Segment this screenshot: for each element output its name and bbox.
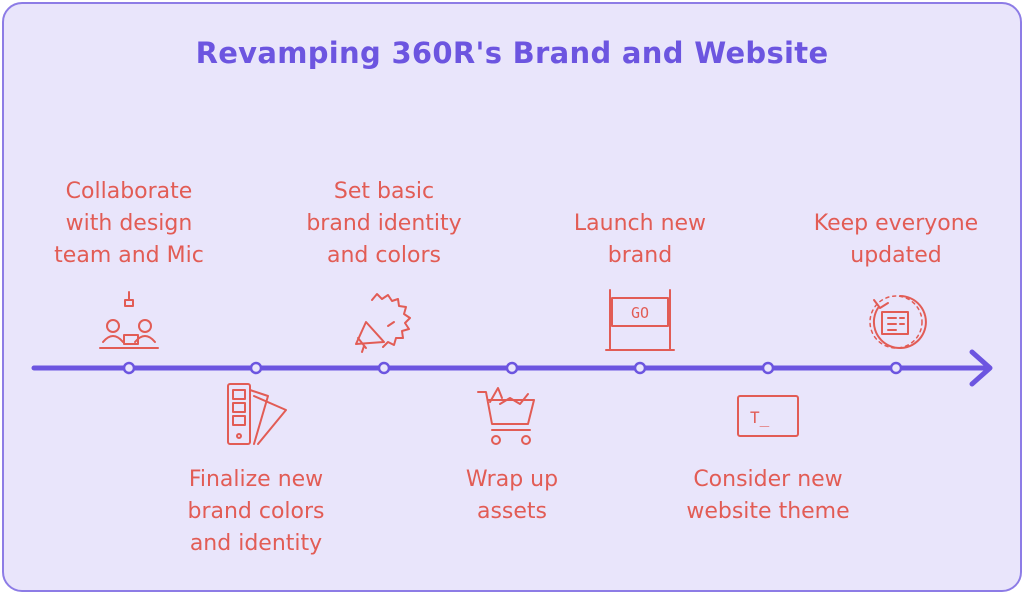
color-swatch-icon [227,383,287,445]
milestone-label-set-identity: Set basic brand identity and colors [306,179,462,268]
timeline-dot [505,361,519,375]
refresh-news-icon [869,295,927,349]
terminal-text: T_ [750,408,770,427]
terminal-icon [737,395,799,437]
diagram-title: Revamping 360R's Brand and Website [195,36,829,70]
milestone-label-launch: Launch new brand [573,211,707,268]
timeline-dot [633,361,647,375]
team-meeting-icon [99,291,159,349]
shopping-cart-icon [477,387,535,445]
timeline-dot [249,361,263,375]
milestone-label-website-theme: Consider new website theme [686,467,850,524]
milestone-label-wrap-up: Wrap up assets [465,467,559,524]
timeline-dot [761,361,775,375]
go-sign-icon [605,289,675,351]
megaphone-icon [355,293,411,353]
milestone-label-finalize: Finalize new brand colors and identity [187,467,325,556]
timeline-arrowhead [969,349,993,387]
go-sign-text: GO [631,304,649,322]
timeline-dot [889,361,903,375]
milestone-label-keep-updated: Keep everyone updated [813,211,979,268]
timeline-dot [377,361,391,375]
milestone-label-collaborate: Collaborate with design team and Mic [54,179,204,268]
timeline-dot [122,361,136,375]
